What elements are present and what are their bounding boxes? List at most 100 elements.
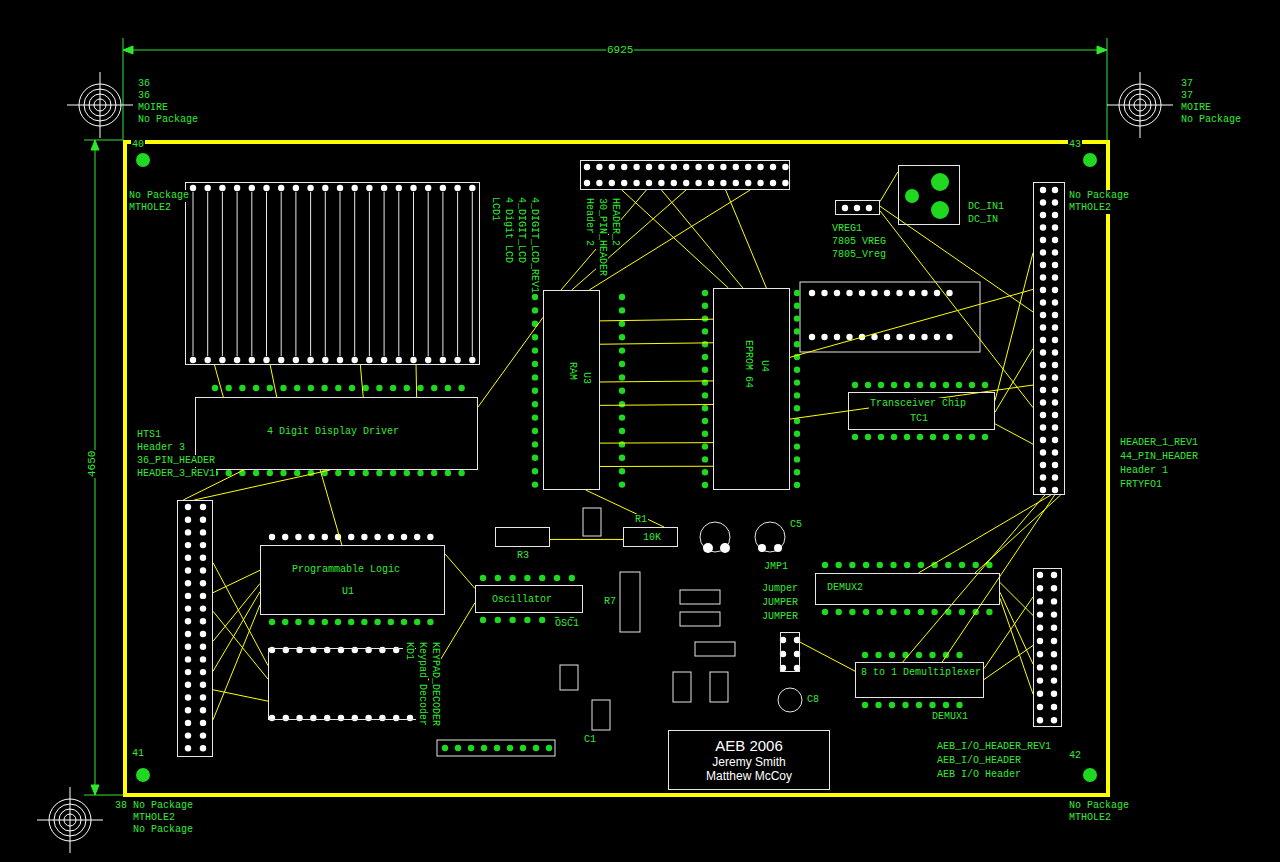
pin-pad	[946, 290, 952, 296]
pin-pad	[1040, 212, 1046, 218]
part-label: R1	[634, 514, 648, 526]
pin-pad	[532, 414, 538, 420]
pin-pad	[1037, 638, 1043, 644]
pin-pad	[322, 534, 328, 540]
pin-pad	[294, 470, 300, 476]
pin-pad	[794, 303, 800, 309]
pin-pad	[458, 470, 464, 476]
transceiver-chip: Transceiver ChipTC1	[848, 392, 995, 430]
pin-pad	[794, 392, 800, 398]
ratsnest-line	[478, 317, 543, 407]
pin-pad	[410, 185, 416, 191]
ratsnest-line	[445, 554, 475, 589]
ratsnest-segment	[600, 343, 713, 344]
pin-pad	[282, 619, 288, 625]
pin-pad	[349, 470, 355, 476]
pin-pad	[621, 164, 627, 170]
lcd-segment-line	[310, 192, 311, 356]
pin-pad	[782, 180, 788, 186]
pin-pad	[283, 715, 289, 721]
ratsnest-line	[984, 645, 1033, 679]
pin-pad	[407, 715, 413, 721]
ratsnest-line	[320, 470, 342, 545]
part-label: HEADER_3_REV1	[136, 468, 216, 480]
pin-pad	[267, 470, 273, 476]
pin-pad	[352, 357, 358, 363]
pin-pad	[720, 180, 726, 186]
ratsnest-segment	[903, 495, 1045, 662]
pin-pad	[454, 185, 460, 191]
lcd-segment-line	[413, 192, 414, 356]
pin-pad	[1052, 399, 1058, 405]
part-label: U3	[580, 371, 592, 385]
hole-type: MTHOLE2	[132, 812, 176, 824]
part-label: JUMPER	[761, 597, 799, 609]
pin-pad	[896, 290, 902, 296]
pin-pad	[282, 534, 288, 540]
pin-pad	[619, 441, 625, 447]
pin-pad	[959, 609, 965, 615]
pin-pad	[909, 290, 915, 296]
pin-pad	[293, 357, 299, 363]
pin-pad	[1040, 274, 1046, 280]
lcd-segment-line	[295, 192, 296, 356]
pin-pad	[702, 328, 708, 334]
pin-pad	[1052, 224, 1058, 230]
ratsnest-segment	[213, 583, 260, 641]
ratsnest-line	[586, 490, 665, 527]
pin-pad	[1052, 187, 1058, 193]
part-label: C5	[789, 519, 803, 531]
pin-pad	[646, 164, 652, 170]
pin-pad	[205, 185, 211, 191]
pin-pad	[934, 334, 940, 340]
pin-pad	[253, 385, 259, 391]
pin-pad	[1040, 437, 1046, 443]
pin-pad	[200, 669, 206, 675]
oscillator-chip: OscillatorOSC1	[475, 585, 583, 613]
ratsnest-line	[589, 190, 750, 290]
decoder-chip: KD1Keypad DecoderKEYPAD_DECODER	[268, 648, 420, 720]
pin-pad	[335, 385, 341, 391]
pin-pad	[200, 580, 206, 586]
crystal-outline	[700, 522, 730, 552]
ratsnest-line	[1000, 583, 1033, 616]
pin-pad	[546, 745, 552, 751]
capacitor-outline	[778, 688, 802, 712]
ratsnest-segment	[995, 424, 1033, 444]
ratsnest-segment	[416, 365, 418, 397]
pin-pad	[249, 185, 255, 191]
pin-pad	[524, 575, 530, 581]
pin-pad	[308, 619, 314, 625]
pin-pad	[852, 434, 858, 440]
dimension-value: 6925	[606, 44, 634, 56]
part-label: EPROM 64	[742, 339, 754, 389]
pin-pad	[308, 385, 314, 391]
pin-pad	[822, 609, 828, 615]
pin-pad	[269, 715, 275, 721]
part-label: HTS1	[136, 429, 162, 441]
pin-pad	[219, 357, 225, 363]
moire-targets	[37, 72, 1173, 853]
pin-pad	[532, 294, 538, 300]
pin-pad	[532, 468, 538, 474]
pin-pad	[322, 619, 328, 625]
ratsnest-segment	[975, 495, 1061, 573]
pin-pad	[1052, 262, 1058, 268]
pin-pad	[891, 434, 897, 440]
part-label: KD1	[403, 641, 415, 661]
mounting-holes	[136, 153, 1097, 782]
ratsnest-segment	[213, 570, 260, 592]
pin-pad	[532, 347, 538, 353]
pin-pad	[185, 682, 191, 688]
pin-pad	[425, 357, 431, 363]
pin-pad	[865, 434, 871, 440]
pin-pad	[702, 456, 708, 462]
pin-pad	[619, 388, 625, 394]
lcd-segment-line	[281, 192, 282, 356]
pin-pad	[1052, 212, 1058, 218]
hole-number: 43	[1068, 139, 1082, 151]
ratsnest-segment	[726, 190, 767, 288]
pin-pad	[249, 357, 255, 363]
part-label: Oscillator	[491, 594, 553, 606]
ratsnest-segment	[942, 495, 1054, 662]
